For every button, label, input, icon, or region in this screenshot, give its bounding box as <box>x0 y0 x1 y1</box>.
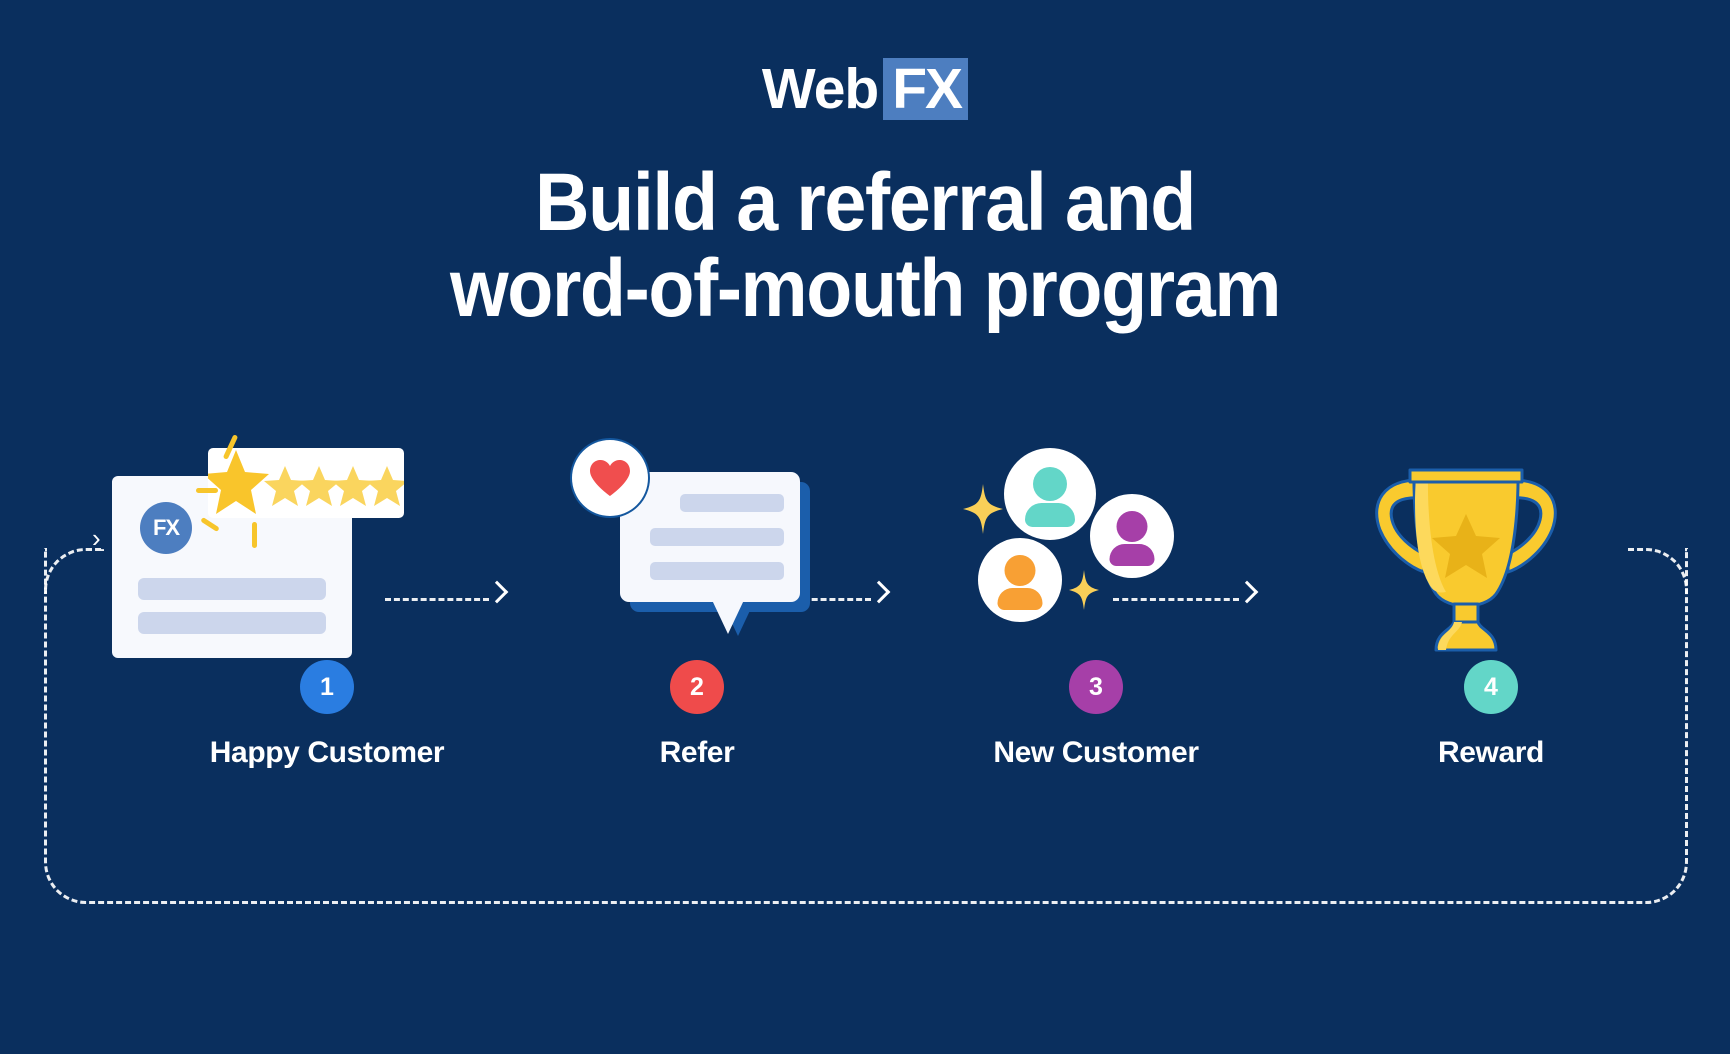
placeholder-line <box>650 528 784 546</box>
flow-loop-arrowhead-icon: › <box>92 523 101 553</box>
placeholder-line <box>138 612 326 634</box>
step-label-1: Happy Customer <box>209 736 445 769</box>
person-head <box>1033 467 1067 501</box>
logo-fx-badge: FX <box>883 56 969 121</box>
logo-text-web: Web <box>761 56 879 121</box>
connector-arrow-3-4 <box>1113 580 1259 604</box>
step-label-4: Reward <box>1438 736 1544 769</box>
chat-bubble-icon <box>572 430 822 660</box>
step-number: 3 <box>1089 672 1103 701</box>
step-number: 4 <box>1484 672 1498 701</box>
placeholder-line <box>138 578 326 600</box>
person-body <box>1109 544 1155 566</box>
flow-step-3[interactable]: 3 New Customer <box>956 430 1236 770</box>
connector-arrow-1-2 <box>385 580 509 604</box>
chat-bubble-tail <box>712 600 744 634</box>
step-badge-4: 4 <box>1464 660 1518 714</box>
star-rating-bar <box>203 448 408 518</box>
connector-line <box>1113 598 1239 601</box>
logo-area: Web FX <box>0 58 1730 120</box>
logo-text-fx: FX <box>892 56 963 121</box>
person-body <box>1025 503 1075 527</box>
page-title-line-1: Build a referral and <box>535 157 1196 248</box>
placeholder-line <box>680 494 784 512</box>
trophy-graphic <box>1375 468 1557 652</box>
chat-bubble-body <box>620 472 800 602</box>
person-glyph <box>1004 448 1096 540</box>
sparkle-icon <box>963 484 1003 534</box>
sparkle-stroke-icon <box>196 488 218 493</box>
sparkle-icon <box>1069 570 1099 610</box>
avatar-teal <box>1004 448 1096 540</box>
step-number: 2 <box>690 672 704 701</box>
placeholder-line <box>650 562 784 580</box>
review-card-avatar: FX <box>140 502 192 554</box>
flow-step-4[interactable]: 4 Reward <box>1366 430 1616 770</box>
flow-loop-path <box>44 548 1688 904</box>
flow-step-2[interactable]: 2 Refer <box>572 430 822 770</box>
heart-badge <box>572 440 648 516</box>
review-card-avatar-label: FX <box>152 515 180 540</box>
step-badge-1: 1 <box>300 660 354 714</box>
person-glyph <box>978 538 1062 622</box>
flow-step-1[interactable]: FX 1 Happy Custom <box>112 430 542 770</box>
step-number: 1 <box>320 672 334 701</box>
page-title: Build a referral and word-of-mouth progr… <box>69 157 1661 335</box>
new-customers-icon <box>956 430 1236 660</box>
webfx-logo: Web FX <box>761 56 969 121</box>
flow-steps: FX 1 Happy Custom <box>0 430 1730 850</box>
person-glyph <box>1090 494 1174 578</box>
connector-line <box>385 598 489 601</box>
step-badge-2: 2 <box>670 660 724 714</box>
avatar-orange <box>978 538 1062 622</box>
review-card-body: FX <box>112 476 352 658</box>
review-card-icon: FX <box>112 430 542 660</box>
trophy-icon <box>1366 430 1616 660</box>
step-label-3: New Customer <box>993 736 1199 769</box>
person-head <box>1116 511 1148 542</box>
sparkle-stroke-icon <box>252 522 257 548</box>
star-rating-stars-icon <box>203 450 408 514</box>
step-label-2: Refer <box>659 736 735 769</box>
page-title-line-2: word-of-mouth program <box>449 243 1281 335</box>
person-head <box>1004 555 1036 586</box>
step-badge-3: 3 <box>1069 660 1123 714</box>
person-body <box>997 588 1043 610</box>
avatar-purple <box>1090 494 1174 578</box>
heart-icon <box>590 460 630 496</box>
